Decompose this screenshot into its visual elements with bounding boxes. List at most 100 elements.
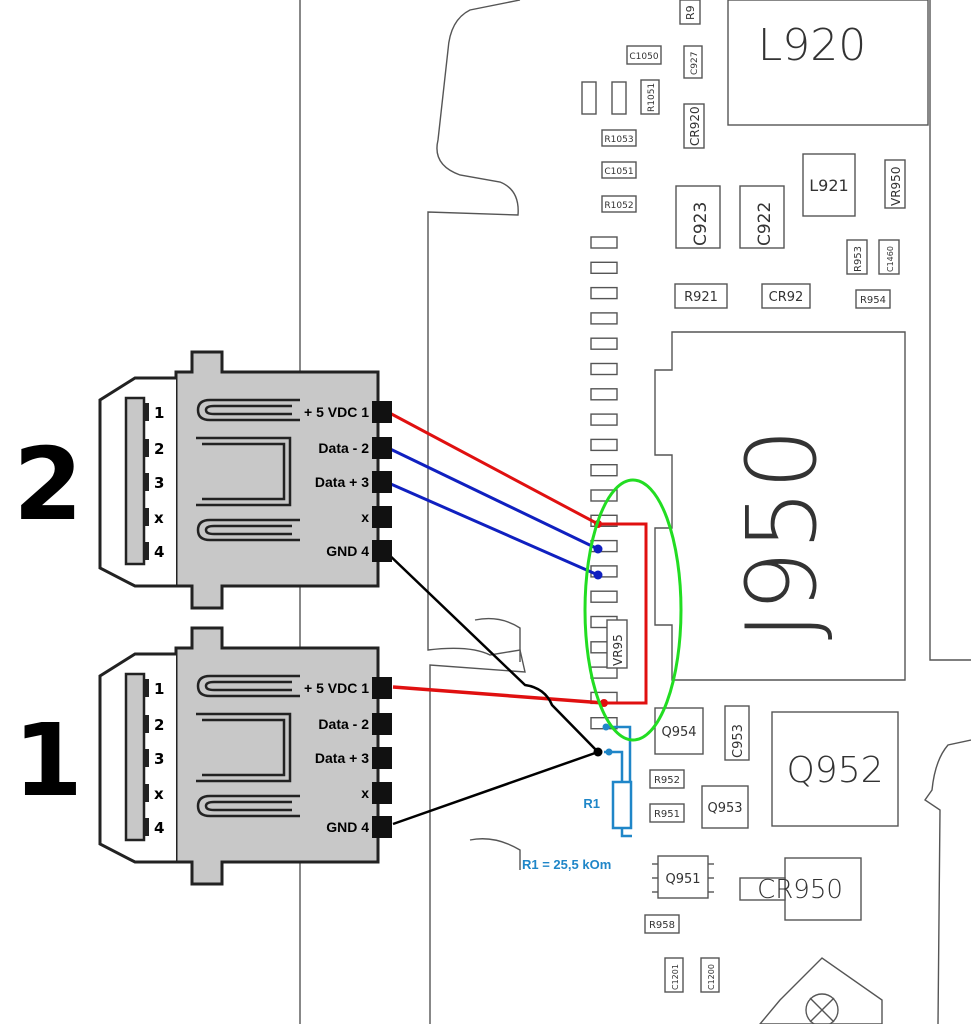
component-C1050 bbox=[626, 45, 662, 65]
connector-pin-number: 3 bbox=[154, 750, 164, 768]
connector-pin-label: + 5 VDC 1 bbox=[304, 404, 369, 420]
label-R921: R921 bbox=[684, 290, 718, 305]
connector-number: 1 bbox=[13, 702, 83, 819]
label-CR950: CR950 bbox=[757, 875, 843, 905]
component-R1051 bbox=[640, 79, 660, 115]
connector-pin-label: x bbox=[361, 509, 369, 525]
wire-data-plus bbox=[383, 479, 599, 577]
wire-vcc-connector-2 bbox=[383, 408, 648, 705]
component-C1051 bbox=[601, 161, 637, 179]
component-R1053 bbox=[601, 129, 637, 147]
wire-data-minus bbox=[383, 444, 599, 551]
highlight-ellipse bbox=[583, 478, 683, 742]
connector-pin-label: x bbox=[361, 785, 369, 801]
label-L921: L921 bbox=[809, 176, 848, 195]
label-R952: R952 bbox=[654, 775, 680, 786]
connector-pin-label: Data - 2 bbox=[318, 440, 369, 456]
pin-ladder bbox=[590, 236, 618, 730]
component-CR920 bbox=[683, 103, 705, 149]
component-C953 bbox=[724, 705, 750, 761]
component-J950 bbox=[654, 331, 906, 681]
connector-pin-pad bbox=[372, 782, 392, 804]
connector-pin-number: 1 bbox=[154, 680, 164, 698]
connector-pin-pad bbox=[372, 713, 392, 735]
connector-pin-number: 1 bbox=[154, 404, 164, 422]
label-CR92: CR92 bbox=[769, 290, 804, 305]
label-C923: C923 bbox=[691, 202, 711, 246]
connector-tongue bbox=[124, 396, 146, 566]
component-C1200 bbox=[700, 957, 720, 993]
component-Q954 bbox=[654, 707, 704, 755]
connector-pin-label: Data - 2 bbox=[318, 716, 369, 732]
label-C1200: C1200 bbox=[707, 964, 716, 990]
ladder-pad bbox=[590, 438, 618, 452]
ladder-pad bbox=[590, 312, 618, 325]
label-C922: C922 bbox=[755, 202, 775, 246]
component-VR950 bbox=[884, 159, 906, 209]
connector-pin-number: 4 bbox=[154, 819, 164, 837]
component-R1052 bbox=[601, 195, 637, 213]
connector-pin-pad bbox=[372, 540, 392, 562]
component-R951 bbox=[649, 803, 685, 823]
connector-body bbox=[174, 626, 380, 886]
resistor-value-label: R1 = 25,5 kOm bbox=[522, 857, 611, 872]
label-C1050: C1050 bbox=[629, 52, 658, 62]
component-CR92 bbox=[761, 283, 811, 309]
ladder-pad bbox=[590, 388, 618, 401]
connector-pin-pad bbox=[372, 401, 392, 423]
label-R1053: R1053 bbox=[604, 135, 633, 145]
label-VR95: VR95 bbox=[611, 634, 625, 666]
component-Q953 bbox=[701, 785, 749, 829]
label-C1051: C1051 bbox=[604, 167, 633, 177]
connector-body bbox=[174, 350, 380, 610]
connector-pin-label: GND 4 bbox=[326, 819, 369, 835]
label-Q954: Q954 bbox=[661, 725, 696, 740]
component-C927 bbox=[683, 45, 703, 79]
connector-pin-pad bbox=[372, 506, 392, 528]
connector-pin-number: 3 bbox=[154, 474, 164, 492]
wire-vcc-connector-1 bbox=[392, 685, 605, 705]
connector-number: 2 bbox=[13, 426, 83, 543]
label-VR950: VR950 bbox=[889, 167, 903, 206]
connector-pin-label: Data + 3 bbox=[315, 750, 369, 766]
label-Q952: Q952 bbox=[786, 750, 883, 791]
connector-pin-pad bbox=[372, 816, 392, 838]
wire-gnd-connector-2 bbox=[383, 549, 599, 753]
component-L921 bbox=[802, 153, 856, 217]
label-C1460: C1460 bbox=[886, 246, 895, 272]
pcb-outline bbox=[299, 0, 971, 1024]
connector-pin-label: GND 4 bbox=[326, 543, 369, 559]
component-C1460 bbox=[878, 239, 900, 275]
component-R9 bbox=[679, 0, 701, 25]
label-R1051: R1051 bbox=[647, 83, 657, 112]
component-Q952 bbox=[771, 711, 899, 827]
pcb-components: L920 R9 C1050 C927 R1051 CR920 R1053 C10… bbox=[581, 0, 929, 1024]
ladder-pad bbox=[590, 413, 618, 426]
ladder-pad bbox=[590, 666, 618, 679]
component-R952 bbox=[649, 769, 685, 789]
component-C1201 bbox=[664, 957, 684, 993]
connector-pin-pad bbox=[372, 677, 392, 699]
wire-gnd-connector-1 bbox=[392, 750, 599, 826]
label-L920: L920 bbox=[758, 20, 867, 71]
label-R1052: R1052 bbox=[604, 201, 633, 211]
label-R951: R951 bbox=[654, 809, 680, 820]
component-bottom-connector bbox=[759, 957, 883, 1024]
connector-pin-label: Data + 3 bbox=[315, 474, 369, 490]
connector-tongue bbox=[124, 672, 146, 842]
wires bbox=[383, 408, 648, 838]
connector-pin-number: x bbox=[154, 785, 164, 803]
resistor-r1 bbox=[604, 725, 633, 838]
ladder-pad bbox=[590, 590, 618, 603]
connector-pin-number: x bbox=[154, 509, 164, 527]
label-R9: R9 bbox=[684, 5, 697, 20]
label-Q951: Q951 bbox=[665, 872, 700, 887]
component-VR95 bbox=[606, 619, 628, 669]
ladder-pad bbox=[590, 489, 618, 502]
connector-pin-number: 2 bbox=[154, 716, 164, 734]
connector-pin-pad bbox=[372, 747, 392, 769]
